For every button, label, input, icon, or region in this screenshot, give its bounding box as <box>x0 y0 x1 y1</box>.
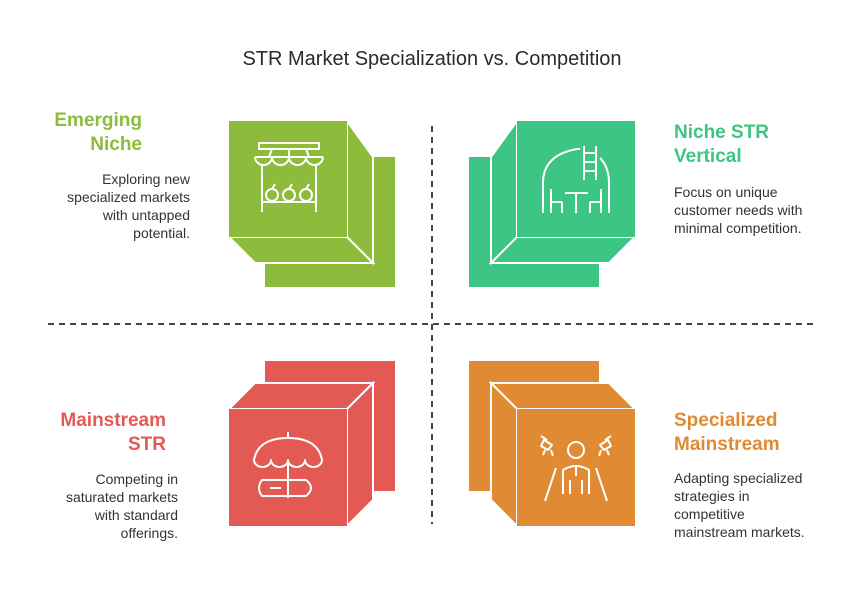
description-line: customer needs with <box>674 202 803 218</box>
heading-line: Niche STR <box>674 122 770 143</box>
heading-line: Niche <box>90 134 142 155</box>
description-line: saturated markets <box>65 489 178 505</box>
description-line: mainstream markets. <box>674 524 805 540</box>
description-line: with untapped <box>102 207 190 223</box>
heading-line: Specialized <box>674 410 778 431</box>
description-line: strategies in <box>674 488 750 504</box>
heading-line: Emerging <box>54 110 142 131</box>
mainstream-str-heading: Mainstream STR <box>12 409 166 457</box>
market-stall-icon <box>254 142 324 212</box>
mainstream-str-description: Competing in saturated markets with stan… <box>12 470 178 542</box>
description-line: minimal competition. <box>674 220 802 236</box>
description-line: with standard <box>94 507 178 523</box>
specialized-mainstream-description: Adapting specialized strategies in compe… <box>674 469 854 541</box>
description-line: specialized markets <box>67 189 190 205</box>
emerging-niche-heading: Emerging Niche <box>12 109 142 157</box>
description-line: potential. <box>133 225 190 241</box>
description-line: competitive <box>674 506 745 522</box>
loft-ladder-table-icon <box>542 146 610 213</box>
heading-line: STR <box>128 434 166 455</box>
heading-line: Vertical <box>674 146 742 167</box>
spotlight-person-icon <box>540 435 612 502</box>
description-line: Competing in <box>95 471 179 487</box>
beach-umbrella-float-icon <box>253 432 323 498</box>
niche-str-vertical-heading: Niche STR Vertical <box>674 121 844 169</box>
niche-str-vertical-description: Focus on unique customer needs with mini… <box>674 183 854 237</box>
description-line: Focus on unique <box>674 184 778 200</box>
description-line: Adapting specialized <box>674 470 803 486</box>
description-line: offerings. <box>120 525 178 541</box>
specialized-mainstream-heading: Specialized Mainstream <box>674 409 844 457</box>
emerging-niche-description: Exploring new specialized markets with u… <box>12 170 190 242</box>
heading-line: Mainstream <box>60 410 166 431</box>
description-line: Exploring new <box>102 171 190 187</box>
heading-line: Mainstream <box>674 434 780 455</box>
diagram-title: STR Market Specialization vs. Competitio… <box>242 48 622 70</box>
